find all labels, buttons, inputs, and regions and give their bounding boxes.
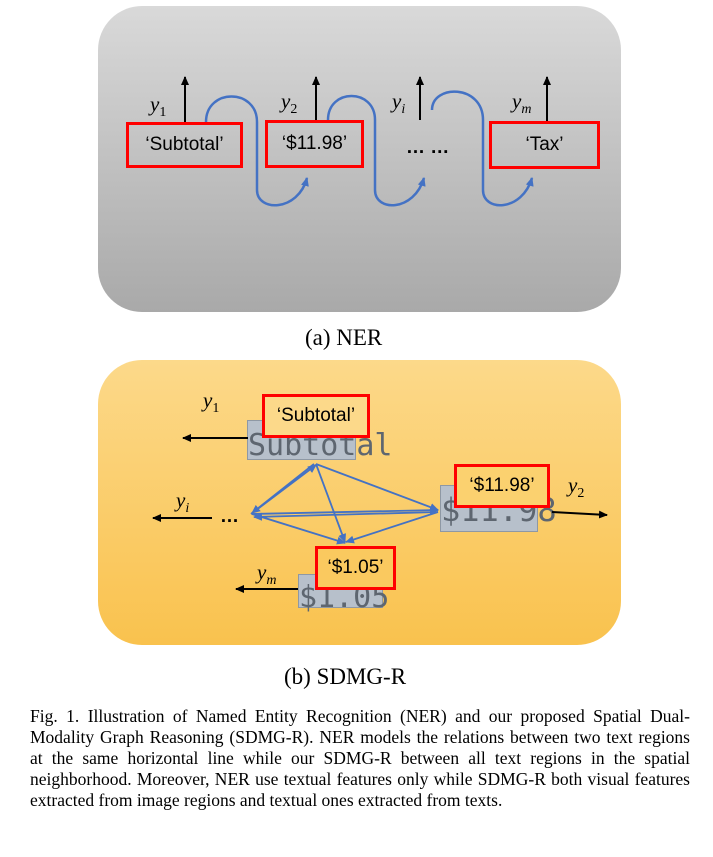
graph-edge-subtotal-1-05	[315, 463, 346, 543]
ner-label-yi: yi	[392, 89, 406, 118]
graph-edge-ellipsis-1-05	[251, 513, 346, 545]
ner-box-11-98: ‘$11.98’	[265, 120, 364, 168]
ner-box-tax: ‘Tax’	[489, 121, 600, 169]
graph-edge-subtotal-ellipsis	[251, 463, 315, 514]
sdmgr-label-yi: yi	[176, 488, 190, 517]
sdmgr-box-11-98: ‘$11.98’	[454, 464, 550, 508]
ner-ellipsis: … …	[406, 137, 450, 158]
ner-panel	[98, 6, 621, 312]
graph-edge-11-98-1-05	[345, 511, 439, 544]
graph-edge-ellipsis-11-98	[251, 506, 439, 515]
sdmgr-output-arrow-2	[551, 510, 608, 519]
ner-label-y2: y2	[281, 89, 298, 118]
sdmgr-label-y1: y1	[203, 388, 220, 417]
ner-label-ym: ym	[512, 89, 532, 118]
ner-chain-connector-1	[204, 95, 309, 207]
graph-edge-11-98-ellipsis	[253, 511, 439, 521]
sdmgr-box-subtotal: ‘Subtotal’	[262, 394, 370, 438]
sdmgr-label-y2: y2	[568, 473, 585, 502]
sdmgr-subcaption: (b) SDMG-R	[284, 664, 407, 689]
ner-box-subtotal: ‘Subtotal’	[126, 122, 243, 168]
ner-subcaption: (a) NER	[305, 325, 383, 350]
sdmgr-label-ym: ym	[257, 560, 277, 589]
sdmgr-ellipsis: …	[220, 506, 239, 527]
graph-edge-subtotal-11-98	[315, 463, 439, 511]
sdmgr-box-1-05: ‘$1.05’	[315, 546, 396, 590]
figure-caption: Fig. 1. Illustration of Named Entity Rec…	[30, 706, 690, 810]
ner-chain-connector-3	[430, 90, 534, 207]
ner-label-y1: y1	[150, 92, 167, 121]
ner-chain-connector-2	[326, 94, 426, 207]
